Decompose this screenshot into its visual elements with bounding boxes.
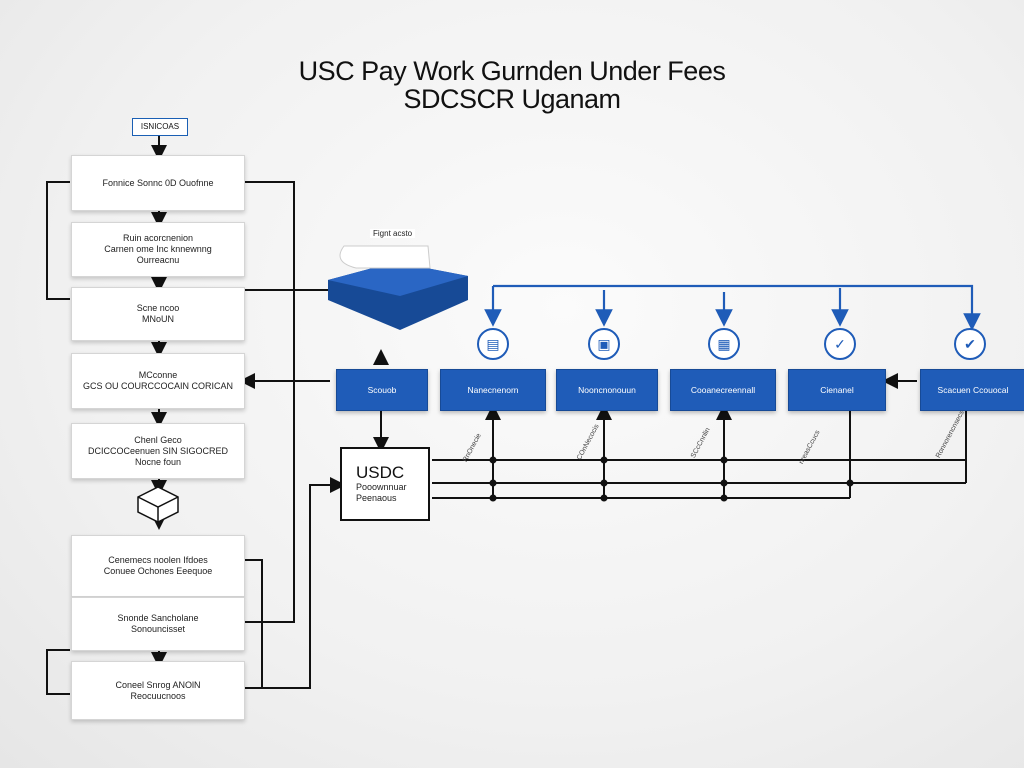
step-box-2-line2: Carnen ome Inc knnewnng bbox=[104, 244, 212, 254]
wallet-icon: ▤ bbox=[477, 328, 509, 360]
blue-node-2: Nanecnenorn bbox=[440, 369, 546, 411]
fee-pipe-icon bbox=[328, 245, 468, 330]
step-box-1: Fonnice Sonnc 0D Ouofnne bbox=[71, 155, 245, 211]
step-box-6-line2: Conuee Ochones Eeequoe bbox=[103, 566, 213, 576]
diagram-title-line1: USC Pay Work Gurnden Under Fees bbox=[298, 56, 726, 86]
step-box-2-line3: Ourreacnu bbox=[136, 255, 180, 265]
diagram-title-line2: SDCSCR Uganam bbox=[403, 84, 621, 114]
step-box-7-line1: Snonde Sancholane bbox=[117, 613, 199, 623]
blue-bus-connectors bbox=[484, 284, 981, 331]
check-icon: ✔ bbox=[954, 328, 986, 360]
cube-icon bbox=[137, 486, 179, 523]
blue-node-1: Scouob bbox=[336, 369, 428, 411]
step-box-6: Cenemecs noolen Ifdoes Conuee Ochones Ee… bbox=[71, 535, 245, 597]
step-box-5: Chenl Geco DCICCOCeenuen SIN SIGOCRED No… bbox=[71, 423, 245, 479]
step-box-8: Coneel Snrog ANOlN Reocuucnoos bbox=[71, 661, 245, 720]
junction-dots bbox=[489, 456, 854, 502]
usdc-line2: Peenaous bbox=[356, 493, 397, 503]
blue-node-3: Nooncnonouun bbox=[556, 369, 658, 411]
receipt-icon: ▦ bbox=[708, 328, 740, 360]
step-box-2: Ruin acorcnenion Carnen ome Inc knnewnng… bbox=[71, 222, 245, 277]
blue-node-4: Cooanecreennall bbox=[670, 369, 776, 411]
step-box-1-line1: Fonnice Sonnc 0D Ouofnne bbox=[102, 177, 214, 188]
top-tag: ISNICOAS bbox=[132, 118, 188, 136]
check-icon: ✓ bbox=[824, 328, 856, 360]
usdc-box: USDC Pooownnuar Peenaous bbox=[340, 447, 430, 521]
fee-label: Fignt acsto bbox=[370, 229, 416, 238]
step-box-7-line2: Sonouncisset bbox=[130, 624, 186, 634]
usdc-title: USDC bbox=[356, 463, 405, 482]
step-box-8-line1: Coneel Snrog ANOlN bbox=[115, 679, 201, 690]
blue-node-5: Cienanel bbox=[788, 369, 886, 411]
step-box-3-line1: Scne ncoo bbox=[136, 303, 180, 313]
step-box-2-line1: Ruin acorcnenion bbox=[122, 233, 194, 243]
blue-node-6: Scacuen Ccouocal bbox=[920, 369, 1024, 411]
step-box-3-line2: MNoUN bbox=[141, 314, 174, 324]
step-box-3: Scne ncoo MNoUN bbox=[71, 287, 245, 341]
step-box-6-line1: Cenemecs noolen Ifdoes bbox=[108, 555, 208, 565]
step-box-5-line2: DCICCOCeenuen SIN SIGOCRED bbox=[87, 445, 229, 456]
step-box-4-line2: GCS OU COURCCOCAIN CORICAN bbox=[82, 381, 233, 391]
step-box-7: Snonde Sancholane Sonouncisset bbox=[71, 597, 245, 651]
card-icon: ▣ bbox=[588, 328, 620, 360]
step-box-5-line3: Nocne foun bbox=[134, 456, 182, 467]
usdc-line1: Pooownnuar bbox=[356, 482, 407, 492]
step-box-5-line1: Chenl Geco bbox=[134, 434, 182, 445]
left-column-connectors bbox=[46, 136, 346, 695]
lower-bus-connectors bbox=[373, 349, 967, 499]
step-box-4-line1: MCconne bbox=[138, 370, 178, 380]
step-box-4: MCconne GCS OU COURCCOCAIN CORICAN bbox=[71, 353, 245, 409]
step-box-8-line2: Reocuucnoos bbox=[130, 690, 186, 701]
